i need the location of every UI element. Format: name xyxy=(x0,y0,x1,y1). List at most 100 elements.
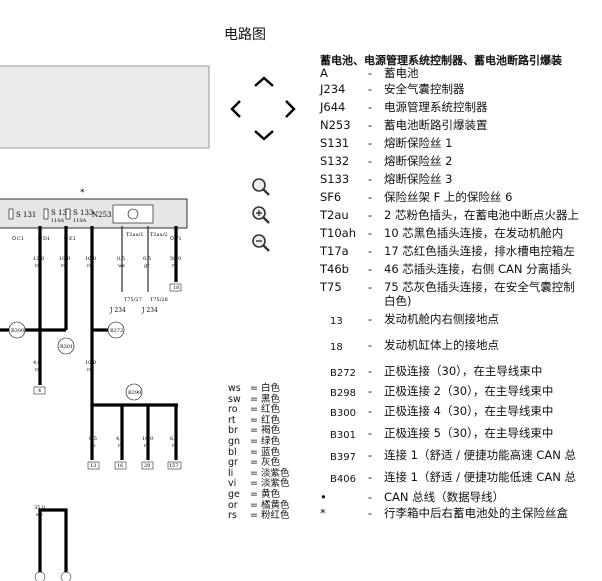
svg-text:ws: ws xyxy=(118,263,125,269)
legend-code: T17a xyxy=(320,244,349,258)
node-b272 xyxy=(107,321,125,339)
wire-color-name: 灰色 xyxy=(260,457,280,469)
navigation-pad xyxy=(230,76,296,141)
legend-desc: 17 芯红色插头连接，排水槽电控箱左 xyxy=(384,244,575,258)
wire-color-name: 淡紫色 xyxy=(260,467,290,479)
wire-color-name: 红色 xyxy=(260,404,280,416)
legend-desc: 行李箱中后右蓄电池处的主保险丝盒 xyxy=(384,506,568,520)
wire-color-name: 淡紫色 xyxy=(260,478,290,490)
node-b301 xyxy=(57,337,75,355)
legend-desc: 安全气囊控制器 xyxy=(384,82,465,96)
svg-text:4,0: 4,0 xyxy=(116,436,124,442)
legend-code: J234 xyxy=(320,82,346,96)
legend-code: A xyxy=(320,66,328,80)
wire-color-row: ge= 黄色 xyxy=(228,488,290,501)
legend-code: SF6 xyxy=(320,190,342,204)
wire-color-code: br xyxy=(228,425,238,437)
svg-text:0,5: 0,5 xyxy=(89,436,97,442)
equals-sign: = xyxy=(250,414,261,426)
wire-color-name: 红色 xyxy=(260,414,280,426)
legend-desc: 正极连接（30），在主导线束中 xyxy=(384,364,543,378)
wire-color-row: bl= 蓝色 xyxy=(228,446,290,459)
n253-symbol xyxy=(127,208,139,220)
svg-text:D1: D1 xyxy=(43,236,50,242)
svg-text:sw: sw xyxy=(36,512,44,518)
svg-text:6,0: 6,0 xyxy=(170,436,178,442)
legend-desc: 连接 1（舒适 / 便捷功能低速 CAN 总 xyxy=(384,470,576,484)
svg-text:J 234: J 234 xyxy=(141,307,158,314)
legend-desc: 10 芯黑色插头连接，在发动机舱内 xyxy=(384,226,564,240)
svg-text:157: 157 xyxy=(169,463,179,469)
wire-color-code: rt xyxy=(228,414,236,426)
legend-desc: 熔断保险丝 3 xyxy=(384,172,453,186)
legend-desc: 2 芯粉色插头，在蓄电池中断点火器上 xyxy=(384,208,579,222)
legend-code: B300 xyxy=(330,408,356,419)
n253-device xyxy=(112,204,154,224)
legend-dash: - xyxy=(368,312,373,326)
legend-dash: - xyxy=(368,364,373,378)
svg-text:ro: ro xyxy=(172,263,177,269)
equals-sign: = xyxy=(250,393,261,405)
svg-text:ro: ro xyxy=(172,443,177,449)
legend-code: S132 xyxy=(320,154,350,168)
legend-code: S131 xyxy=(320,136,350,150)
svg-text:4,0: 4,0 xyxy=(33,360,41,366)
wire-color-row: li= 淡紫色 xyxy=(228,467,290,480)
legend-dash: - xyxy=(368,208,373,222)
svg-text:18: 18 xyxy=(173,285,179,291)
svg-text:C1: C1 xyxy=(17,236,24,242)
svg-text:T75/27: T75/27 xyxy=(124,297,142,303)
legend-dash: - xyxy=(368,172,373,186)
svg-text:10,0: 10,0 xyxy=(59,256,70,262)
svg-text:B272: B272 xyxy=(110,328,123,334)
legend-dash: - xyxy=(368,136,373,150)
fuse-s131: S 131 xyxy=(8,208,36,220)
svg-text:0,5: 0,5 xyxy=(143,256,151,262)
legend-desc: 46 芯插头连接，右侧 CAN 分离插头 xyxy=(384,262,573,276)
svg-text:35,0: 35,0 xyxy=(34,505,45,511)
svg-text:J 234: J 234 xyxy=(109,307,126,314)
wire-color-name: 蓝色 xyxy=(260,446,280,458)
equals-sign: = xyxy=(250,457,261,469)
wire-color-row: ws= 白色 xyxy=(228,383,290,395)
equals-sign: = xyxy=(250,435,261,447)
legend-desc: 75 芯灰色插头连接，在安全气囊控制 xyxy=(384,280,575,294)
svg-text:F1: F1 xyxy=(175,236,182,242)
legend-desc: 蓄电池 xyxy=(384,66,419,80)
wire-color-row: gr= 灰色 xyxy=(228,457,290,469)
svg-text:B300: B300 xyxy=(11,328,24,334)
svg-text:ro: ro xyxy=(35,367,40,373)
equals-sign: = xyxy=(250,467,261,479)
legend-desc: 发动机缸体上的接地点 xyxy=(384,338,499,352)
legend-code: 13 xyxy=(330,316,343,327)
svg-text:T75/28: T75/28 xyxy=(150,297,168,303)
legend-dash: - xyxy=(368,506,373,520)
legend-dash: - xyxy=(368,82,373,96)
node-b300 xyxy=(8,321,26,339)
svg-text:T2au/1: T2au/1 xyxy=(126,232,144,238)
legend-dash: - xyxy=(368,154,373,168)
legend-code: T75 xyxy=(320,280,342,294)
legend-dash: - xyxy=(368,262,373,276)
legend-desc: 连接 1（舒适 / 便捷功能高速 CAN 总 xyxy=(384,448,576,462)
wire-color-row: or= 橘黄色 xyxy=(228,500,290,512)
legend-desc: 发动机舱内右侧接地点 xyxy=(384,312,499,326)
pan-up-icon xyxy=(254,76,274,87)
wire-color-row: vi= 淡紫色 xyxy=(228,479,290,490)
node-b298 xyxy=(125,383,143,401)
fuse-box xyxy=(0,198,188,229)
wire-color-code: ge xyxy=(228,488,240,500)
zoom-out-icon xyxy=(252,234,270,252)
circuit-diagram[interactable]: * S 131 S 132 110A S 133 110A N253 C1 D1… xyxy=(0,0,215,581)
svg-text:ro: ro xyxy=(144,443,149,449)
svg-text:29: 29 xyxy=(144,463,150,469)
legend-code: T10ah xyxy=(320,226,356,240)
wire-color-code: sw xyxy=(228,393,241,405)
legend-desc: 白色) xyxy=(384,294,412,308)
svg-text:E1: E1 xyxy=(69,236,76,242)
legend-dash: - xyxy=(368,404,373,418)
svg-text:0,5: 0,5 xyxy=(117,256,125,262)
svg-text:S 133: S 133 xyxy=(73,209,93,217)
svg-text:ro: ro xyxy=(118,443,123,449)
legend-dash: - xyxy=(368,384,373,398)
